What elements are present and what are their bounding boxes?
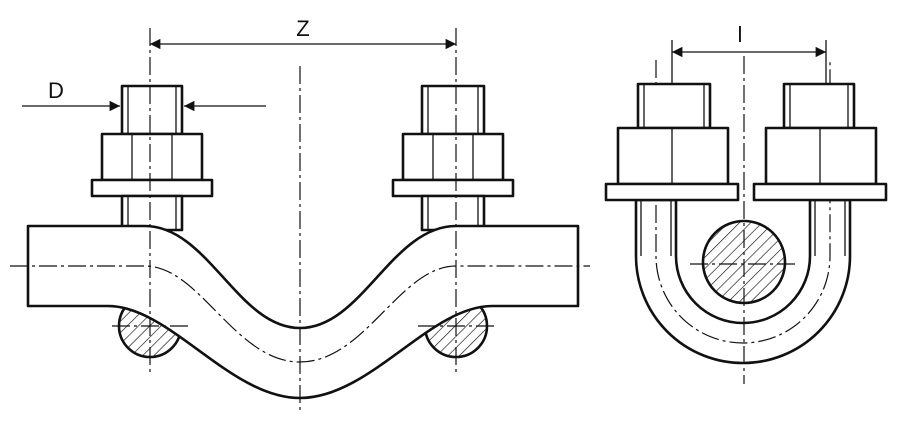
side-u-bolt-centerline <box>655 60 831 344</box>
front-bolt-right <box>391 84 515 232</box>
side-nut-right <box>752 82 888 202</box>
dimension-d: D <box>22 78 266 112</box>
side-nut-left <box>604 82 740 202</box>
dimension-z-label: Z <box>296 16 309 41</box>
dimension-l: l <box>671 22 827 84</box>
front-bolt-left <box>90 84 214 232</box>
side-view: l <box>604 22 888 384</box>
side-u-bolt <box>634 198 852 365</box>
dimension-d-label: D <box>48 78 64 103</box>
front-view: Z D <box>10 16 590 414</box>
dimension-z: Z <box>149 16 456 50</box>
dimension-l-label: l <box>738 22 743 47</box>
front-strap <box>26 224 580 400</box>
